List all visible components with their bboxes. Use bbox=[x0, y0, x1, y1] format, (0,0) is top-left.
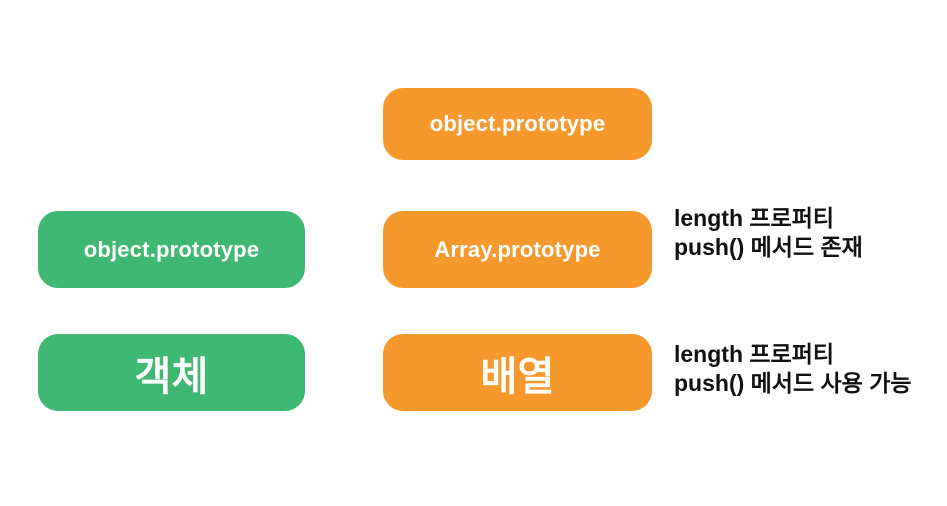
box-object-instance-label: 객체 bbox=[134, 354, 209, 399]
annotation-array-prototype-line-2: push() 메서드 존재 bbox=[674, 234, 863, 260]
box-object-prototype-orange: object.prototype bbox=[383, 88, 652, 160]
box-object-instance: 객체 bbox=[38, 334, 305, 411]
box-object-prototype-orange-label: object.prototype bbox=[429, 111, 606, 136]
annotation-array-instance-line-2: push() 메서드 사용 가능 bbox=[674, 370, 912, 396]
box-object-prototype-green: object.prototype bbox=[38, 211, 305, 288]
annotation-array-instance-line-1: length 프로퍼티 bbox=[674, 341, 835, 367]
annotation-array-prototype: length 프로퍼티 push() 메서드 존재 bbox=[674, 204, 944, 262]
box-array-instance-label: 배열 bbox=[480, 354, 555, 399]
box-array-prototype: Array.prototype bbox=[383, 211, 652, 288]
box-array-instance: 배열 bbox=[383, 334, 652, 411]
box-array-prototype-label: Array.prototype bbox=[434, 236, 601, 262]
annotation-array-instance: length 프로퍼티 push() 메서드 사용 가능 bbox=[674, 340, 944, 398]
box-object-prototype-green-label: object.prototype bbox=[83, 236, 260, 262]
annotation-array-prototype-line-1: length 프로퍼티 bbox=[674, 205, 835, 231]
